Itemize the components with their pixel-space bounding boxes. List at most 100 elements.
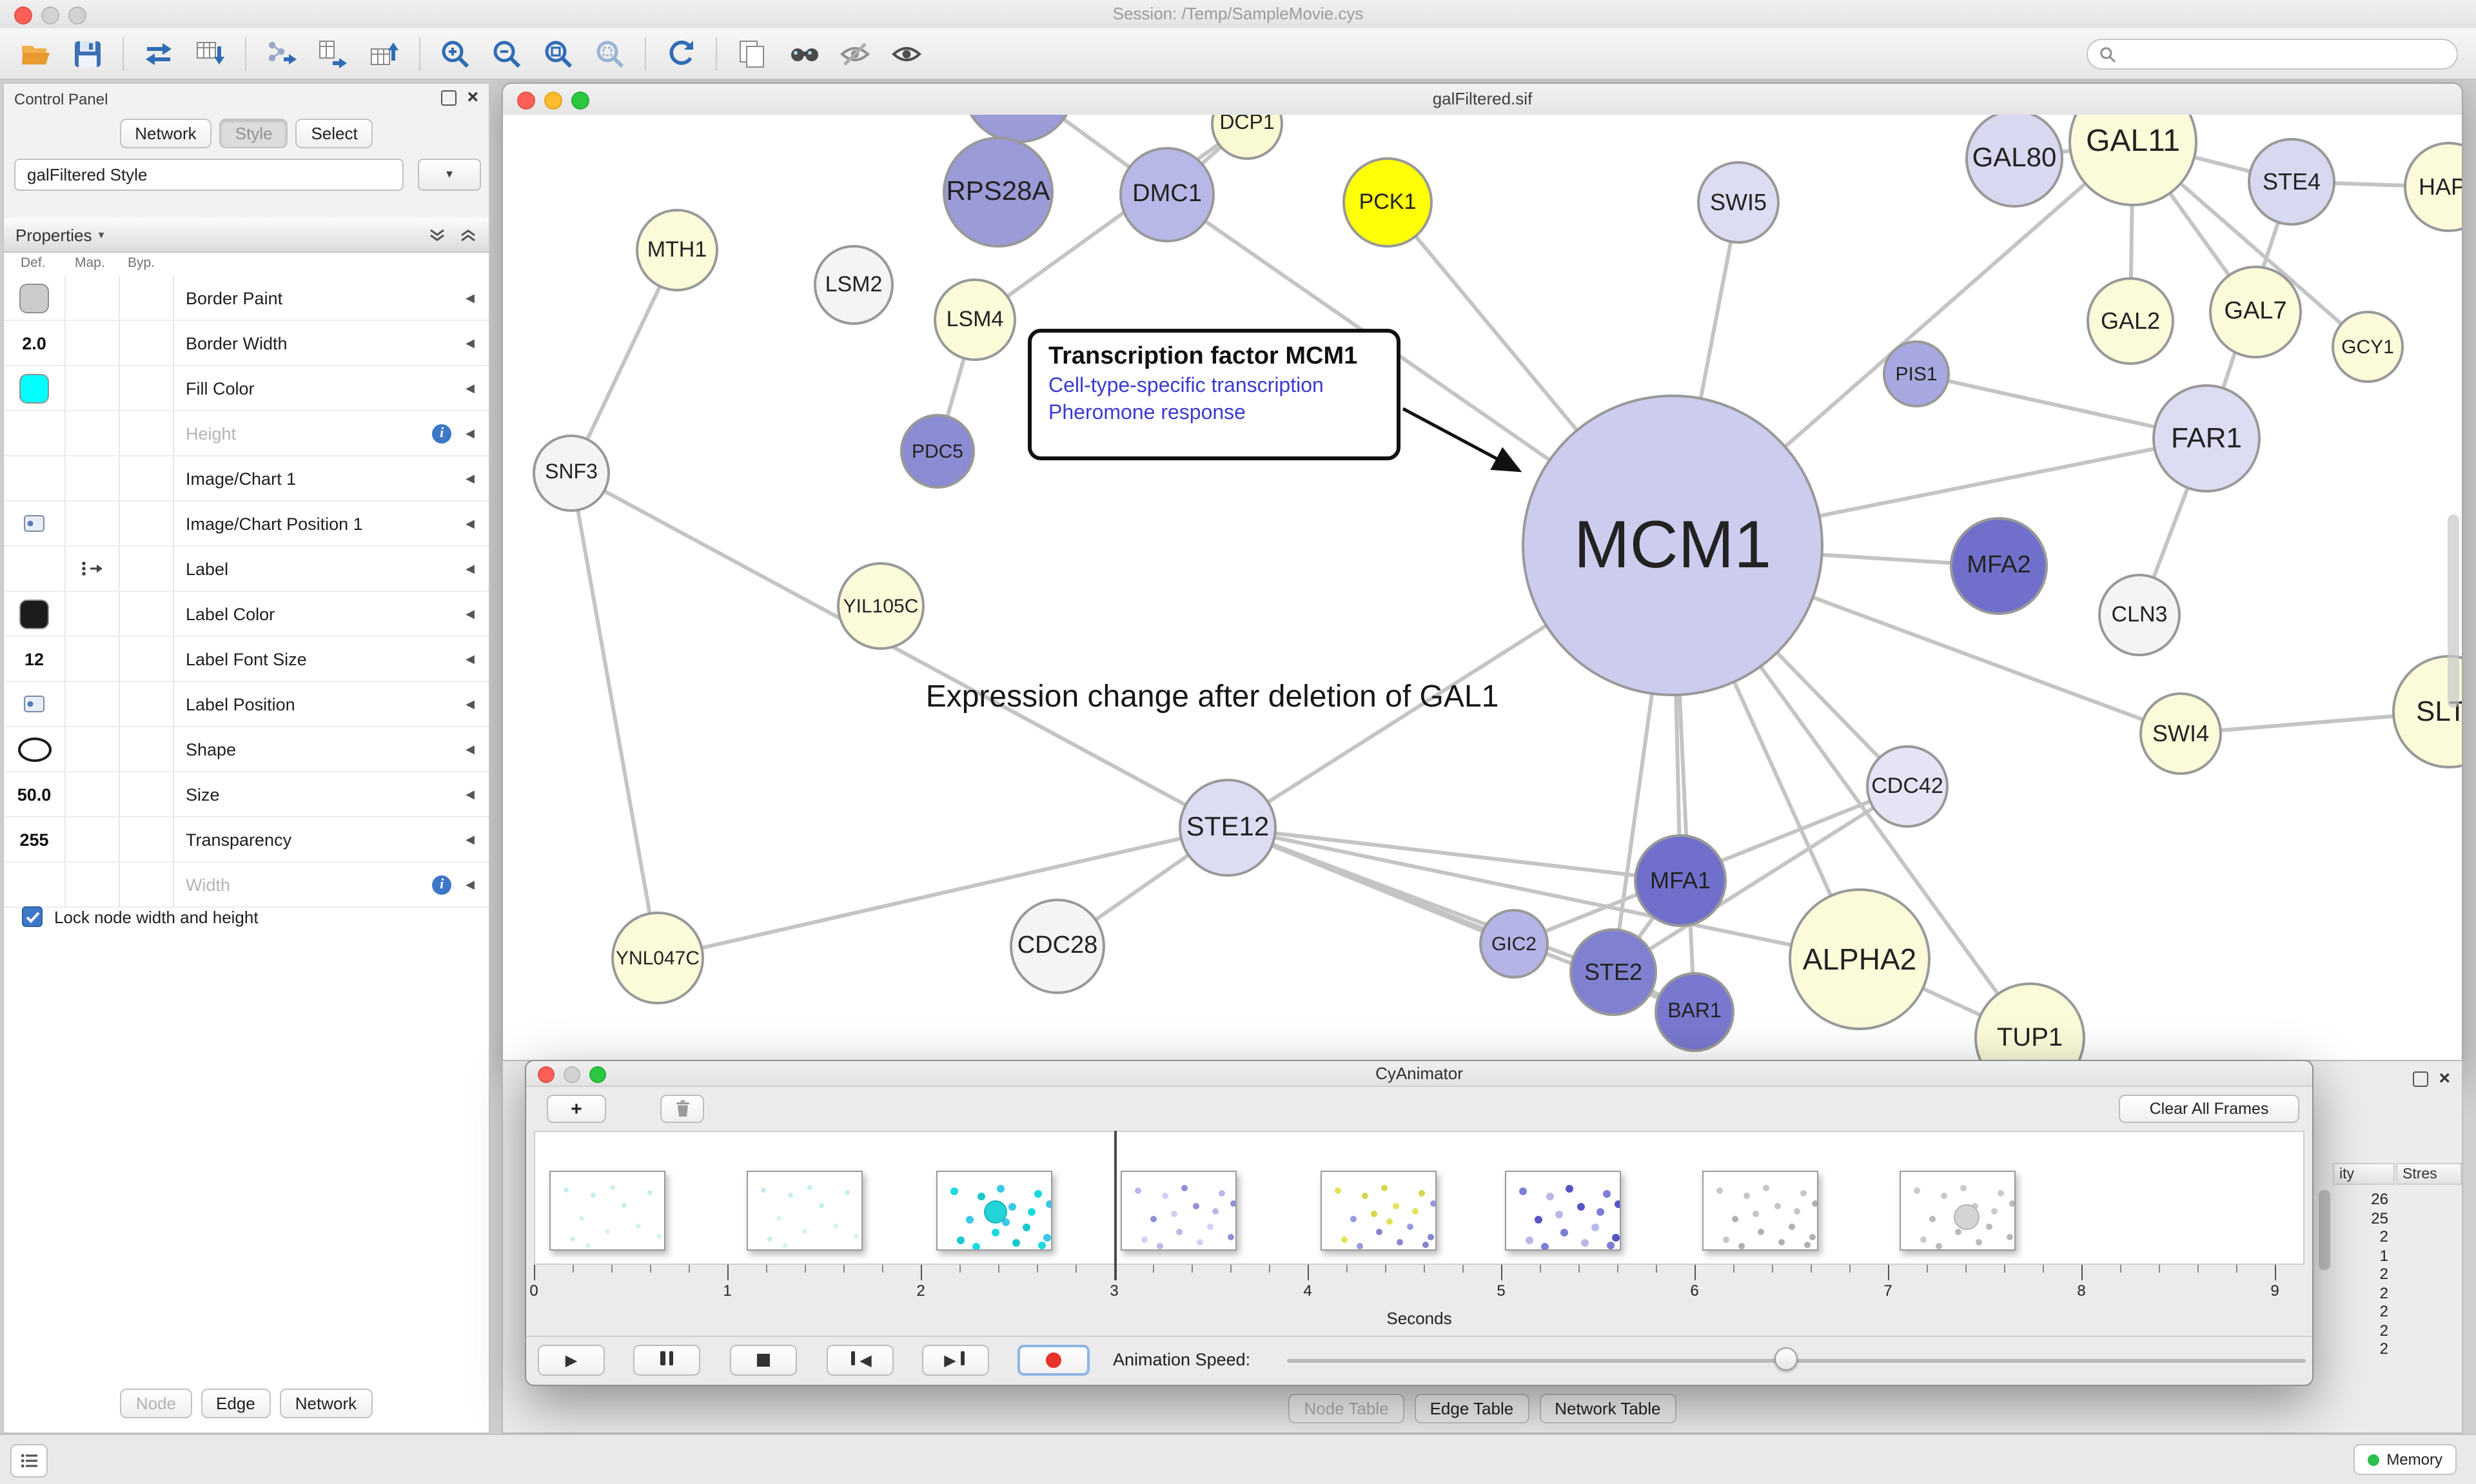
style-prop-row-image-chart-position-1[interactable]: Image/Chart Position 1◀	[4, 502, 489, 547]
expand-row-icon[interactable]: ◀	[466, 561, 475, 574]
graph-node-gcy1[interactable]: GCY1	[2332, 311, 2404, 383]
animation-frame-thumbnail-4[interactable]	[1321, 1171, 1437, 1251]
graph-node-pdc5[interactable]: PDC5	[900, 414, 975, 489]
expand-row-icon[interactable]: ◀	[466, 697, 475, 710]
zoom-out-button[interactable]	[481, 32, 533, 75]
expand-row-icon[interactable]: ◀	[466, 516, 475, 529]
expand-row-icon[interactable]: ◀	[466, 607, 475, 620]
record-button[interactable]	[1017, 1345, 1090, 1376]
show-all-button[interactable]	[881, 32, 932, 75]
table-cell-value[interactable]: 25	[2371, 1209, 2388, 1227]
graph-node-swi4[interactable]: SWI4	[2139, 692, 2222, 775]
zoom-in-button[interactable]	[429, 32, 481, 75]
properties-header[interactable]: Properties ▾	[4, 218, 489, 253]
style-prop-row-shape[interactable]: Shape◀	[4, 727, 489, 772]
tab-network[interactable]: Network	[119, 119, 212, 148]
close-panel-icon[interactable]: ×	[467, 86, 478, 108]
expand-row-icon[interactable]: ◀	[466, 787, 475, 800]
collapse-all-icon[interactable]	[428, 228, 446, 242]
expand-row-icon[interactable]: ◀	[466, 742, 475, 755]
graph-node-gic2[interactable]: GIC2	[1479, 909, 1549, 979]
graph-node-cdc42[interactable]: CDC42	[1866, 745, 1949, 828]
hide-selected-button[interactable]	[829, 32, 881, 75]
export-table-button[interactable]	[359, 32, 410, 75]
show-panels-button[interactable]	[10, 1444, 48, 1478]
refresh-view-button[interactable]	[655, 32, 707, 75]
graph-node-mth1[interactable]: MTH1	[636, 209, 718, 291]
duplicate-network-button[interactable]	[726, 32, 778, 75]
open-session-button[interactable]	[10, 32, 62, 75]
animation-frame-thumbnail-5[interactable]	[1505, 1171, 1621, 1251]
style-target-tab-network[interactable]: Network	[279, 1389, 373, 1418]
stop-button[interactable]	[730, 1345, 797, 1376]
graph-node-mcm1[interactable]: MCM1	[1522, 395, 1823, 696]
zoom-network-window-button[interactable]	[571, 92, 589, 110]
style-prop-row-image-chart-1[interactable]: Image/Chart 1◀	[4, 456, 489, 502]
import-network-button[interactable]	[133, 32, 184, 75]
style-prop-row-fill-color[interactable]: Fill Color◀	[4, 366, 489, 411]
clear-all-frames-button[interactable]: Clear All Frames	[2119, 1095, 2299, 1123]
style-selector-combobox[interactable]: galFiltered Style	[14, 159, 404, 191]
expand-row-icon[interactable]: ◀	[466, 471, 475, 484]
close-window-button[interactable]	[14, 6, 32, 24]
network-vertical-scrollbar[interactable]	[2448, 514, 2459, 708]
table-column-header-1[interactable]: ity	[2333, 1163, 2395, 1185]
graph-node-alpha2[interactable]: ALPHA2	[1789, 888, 1931, 1030]
table-tab-network-table[interactable]: Network Table	[1539, 1394, 1676, 1423]
graph-node-cln3[interactable]: CLN3	[2098, 574, 2181, 656]
style-prop-row-label-color[interactable]: Label Color◀	[4, 592, 489, 637]
zoom-fit-button[interactable]	[533, 32, 584, 75]
style-target-tab-node[interactable]: Node	[120, 1389, 192, 1418]
graph-node-lsm2[interactable]: LSM2	[814, 245, 894, 325]
table-cell-value[interactable]: 26	[2371, 1190, 2388, 1208]
graph-node-gal7[interactable]: GAL7	[2209, 266, 2302, 358]
expand-row-icon[interactable]: ◀	[466, 291, 475, 304]
table-cell-value[interactable]: 2	[2379, 1265, 2388, 1283]
expand-row-icon[interactable]: ◀	[466, 336, 475, 349]
expand-row-icon[interactable]: ◀	[466, 426, 475, 439]
float-table-panel-icon[interactable]	[2413, 1071, 2429, 1087]
graph-node-yil105c[interactable]: YIL105C	[837, 562, 925, 650]
timeline-playhead[interactable]	[1114, 1131, 1117, 1280]
style-prop-row-label-position[interactable]: Label Position◀	[4, 682, 489, 727]
expand-row-icon[interactable]: ◀	[466, 652, 475, 665]
close-table-panel-icon[interactable]: ×	[2439, 1068, 2450, 1089]
minimize-cyanimator-button[interactable]	[564, 1066, 580, 1083]
graph-node-snf3[interactable]: SNF3	[533, 434, 610, 512]
graph-node-lsm4[interactable]: LSM4	[934, 278, 1016, 361]
color-swatch[interactable]	[19, 283, 49, 313]
graph-node-rps28a[interactable]: RPS28A	[943, 137, 1054, 248]
mcm1-annotation-box[interactable]: Transcription factor MCM1 Cell-type-spec…	[1028, 329, 1400, 460]
float-panel-icon[interactable]	[441, 90, 457, 106]
table-cell-value[interactable]: 2	[2379, 1321, 2388, 1339]
skip-start-button[interactable]: ◀	[827, 1345, 894, 1376]
import-table-button[interactable]	[184, 32, 236, 75]
table-cell-value[interactable]: 2	[2379, 1227, 2388, 1245]
graph-node-gal2[interactable]: GAL2	[2087, 277, 2174, 365]
pause-button[interactable]	[633, 1345, 700, 1376]
close-network-window-button[interactable]	[517, 92, 535, 110]
close-cyanimator-button[interactable]	[538, 1066, 555, 1083]
graph-node-ste4[interactable]: STE4	[2248, 138, 2335, 226]
graph-node-pis1[interactable]: PIS1	[1883, 340, 1950, 407]
network-window-titlebar[interactable]: galFiltered.sif	[503, 84, 2462, 116]
table-tab-node-table[interactable]: Node Table	[1288, 1394, 1404, 1423]
table-cell-value[interactable]: 2	[2379, 1340, 2388, 1358]
expand-row-icon[interactable]: ◀	[466, 381, 475, 394]
table-cell-value[interactable]: 1	[2379, 1246, 2388, 1264]
annotation-link-1[interactable]: Cell-type-specific transcription	[1048, 375, 1324, 397]
table-tab-edge-table[interactable]: Edge Table	[1414, 1394, 1529, 1423]
zoom-window-button[interactable]	[68, 6, 86, 24]
minimize-network-window-button[interactable]	[544, 92, 562, 110]
graph-node-dmc1[interactable]: DMC1	[1119, 147, 1215, 242]
graph-node-cdc28[interactable]: CDC28	[1010, 899, 1105, 994]
export-network-file-button[interactable]	[307, 32, 359, 75]
save-session-button[interactable]	[62, 32, 113, 75]
graph-node-mfa1[interactable]: MFA1	[1634, 834, 1727, 927]
graph-node-mfa2[interactable]: MFA2	[1950, 517, 2048, 615]
